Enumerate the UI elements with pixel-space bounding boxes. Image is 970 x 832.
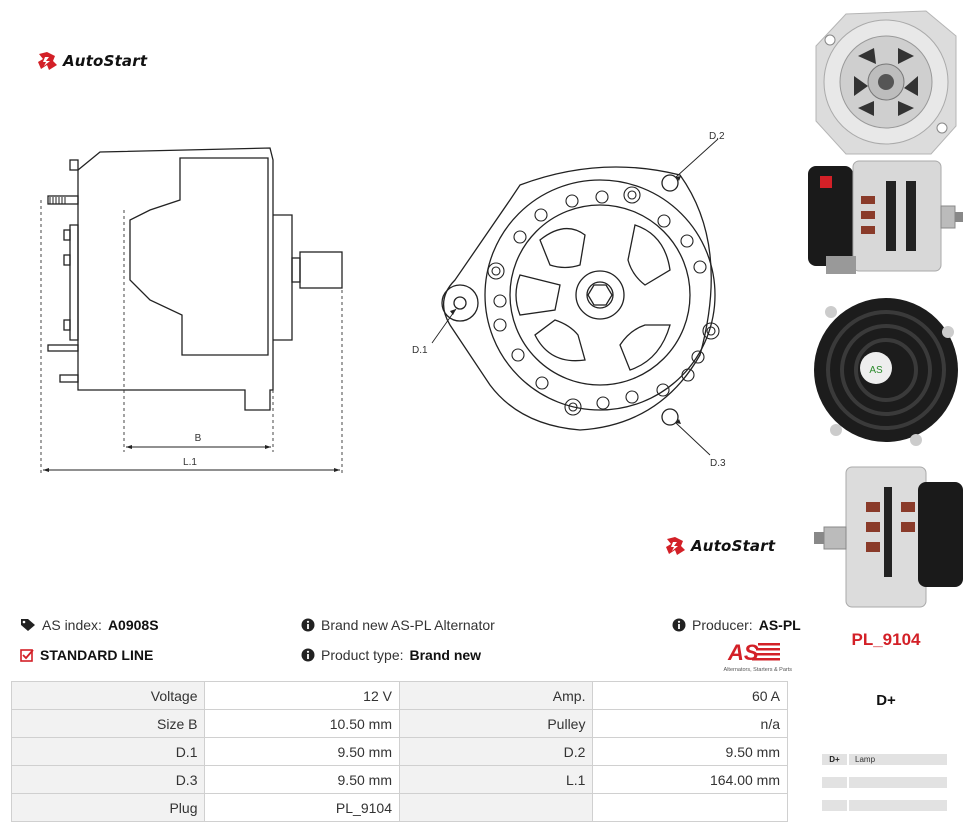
label-b: B [195, 433, 202, 444]
spec-value: 60 A [592, 681, 788, 710]
brand-name: AutoStart [63, 52, 148, 70]
side-view-drawing: B L.1 [40, 147, 343, 475]
label-d3: D.3 [710, 458, 726, 469]
as-pl-tagline: Alternators, Starters & Parts [723, 667, 792, 673]
product-line: STANDARD LINE [20, 647, 153, 663]
spec-value: 9.50 mm [204, 765, 400, 794]
svg-text:AS: AS [869, 365, 883, 376]
producer: Producer: AS-PL [672, 617, 801, 633]
spec-label: Pulley [398, 709, 594, 738]
photo-front [806, 6, 966, 156]
pin-function [849, 777, 947, 788]
spec-label: D.3 [10, 765, 206, 794]
photo-rear: AS [806, 292, 966, 452]
info-icon [672, 618, 686, 632]
pin-name [822, 777, 847, 788]
spec-value: n/a [592, 709, 788, 738]
plug-pin-row: D+ Lamp [822, 754, 947, 765]
table-row: Size B 10.50 mm Pulley n/a [10, 709, 788, 738]
as-pl-logo: AS Alternators, Starters & Parts [712, 640, 792, 673]
product-type: Product type: Brand new [301, 647, 481, 663]
as-index-value: A0908S [107, 617, 159, 633]
spec-value [592, 793, 788, 822]
table-row: D.1 9.50 mm D.2 9.50 mm [10, 737, 788, 766]
label-d2: D.2 [709, 131, 725, 142]
label-l1: L.1 [183, 457, 197, 468]
photo-side-1 [806, 156, 966, 282]
producer-label: Producer: [692, 617, 753, 633]
plug-code: PL_9104 [851, 630, 921, 649]
plug-pin-row [822, 800, 947, 811]
brand-logo-top: AutoStart [36, 51, 147, 71]
info-icon [301, 648, 315, 662]
spec-label: D.2 [398, 737, 594, 766]
spec-label: Amp. [398, 681, 594, 710]
svg-text:AS: AS [727, 640, 759, 662]
spec-value: 9.50 mm [592, 737, 788, 766]
info-icon [301, 618, 315, 632]
pin-name [822, 800, 847, 811]
as-index: AS index: A0908S [20, 617, 159, 633]
specs-table: Voltage 12 V Amp. 60 A Size B 10.50 mm P… [10, 681, 788, 822]
product-description-text: Brand new AS-PL Alternator [321, 617, 495, 633]
pin-function [849, 800, 947, 811]
pin-name: D+ [822, 754, 847, 765]
tag-icon [21, 619, 35, 631]
photo-side-2 [806, 462, 966, 612]
autostart-logo-icon [38, 52, 57, 70]
label-d1: D.1 [412, 345, 428, 356]
plug-title: D+ [876, 692, 896, 709]
as-index-label: AS index: [42, 617, 102, 633]
autostart-logo-icon [666, 537, 685, 555]
spec-label: L.1 [398, 765, 594, 794]
table-row: Voltage 12 V Amp. 60 A [10, 681, 788, 710]
brand-logo-middle: AutoStart [664, 536, 775, 556]
spec-value: 9.50 mm [204, 737, 400, 766]
table-row: Plug PL_9104 [10, 793, 788, 822]
spec-value: 10.50 mm [204, 709, 400, 738]
product-line-label: STANDARD LINE [40, 647, 154, 663]
product-description: Brand new AS-PL Alternator [301, 617, 495, 633]
front-view-drawing: D.1 D.2 D.3 [412, 131, 726, 469]
spec-value: 12 V [204, 681, 400, 710]
as-pl-logo-mark: AS [727, 640, 780, 665]
spec-value: PL_9104 [204, 793, 400, 822]
spec-value: 164.00 mm [592, 765, 788, 794]
checkbox-checked-icon [20, 649, 34, 662]
product-type-value: Brand new [409, 647, 482, 663]
table-row: D.3 9.50 mm L.1 164.00 mm [10, 765, 788, 794]
spec-label: Voltage [10, 681, 206, 710]
product-type-label: Product type: [321, 647, 404, 663]
spec-label: Size B [10, 709, 206, 738]
plug-pin-row [822, 777, 947, 788]
producer-value: AS-PL [758, 617, 801, 633]
spec-label: D.1 [10, 737, 206, 766]
spec-label [398, 793, 594, 822]
pin-function: Lamp [849, 754, 947, 765]
brand-name: AutoStart [691, 537, 776, 555]
spec-label: Plug [10, 793, 206, 822]
